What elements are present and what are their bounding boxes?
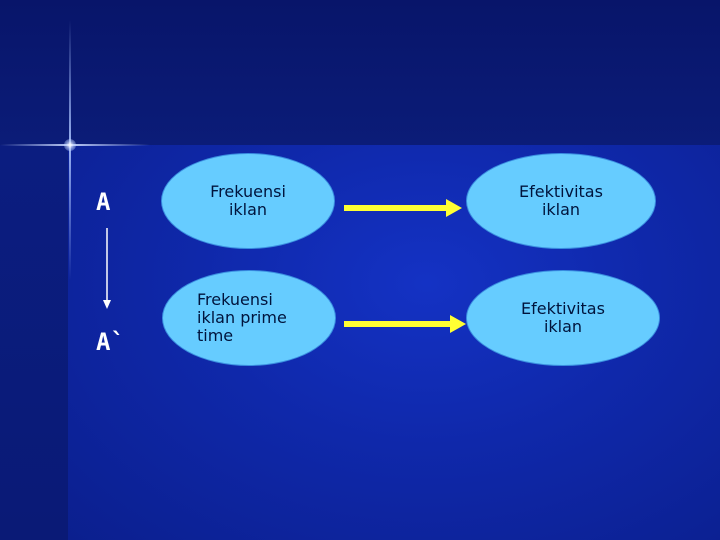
arrow-vertical-head xyxy=(103,300,111,309)
node-efektivitas-iklan-2: Efektivitas iklan xyxy=(466,270,660,366)
node-frekuensi-iklan-text: Frekuensi iklan xyxy=(210,182,286,219)
node-frekuensi-iklan: Frekuensi iklan xyxy=(161,153,335,249)
arrow-row2 xyxy=(344,315,466,333)
label-a: A xyxy=(96,188,111,216)
node-efektivitas-iklan-1: Efektivitas iklan xyxy=(466,153,656,249)
arrow-row2-head xyxy=(450,315,466,333)
background-left-band xyxy=(0,145,68,540)
node-frekuensi-iklan-prime-time-text: Frekuensi iklan prime time xyxy=(197,290,287,345)
node-efektivitas-iklan-2-text: Efektivitas iklan xyxy=(521,299,605,336)
label-a-prime: A` xyxy=(96,328,125,356)
node-efektivitas-iklan-1-text: Efektivitas iklan xyxy=(519,182,603,219)
arrow-row1-head xyxy=(446,199,462,217)
background-top-band xyxy=(0,0,720,145)
arrow-a-to-a-prime xyxy=(103,228,111,309)
node-frekuensi-iklan-prime-time: Frekuensi iklan prime time xyxy=(162,270,336,366)
arrow-row1 xyxy=(344,199,462,217)
sparkle-star-icon xyxy=(64,139,76,151)
